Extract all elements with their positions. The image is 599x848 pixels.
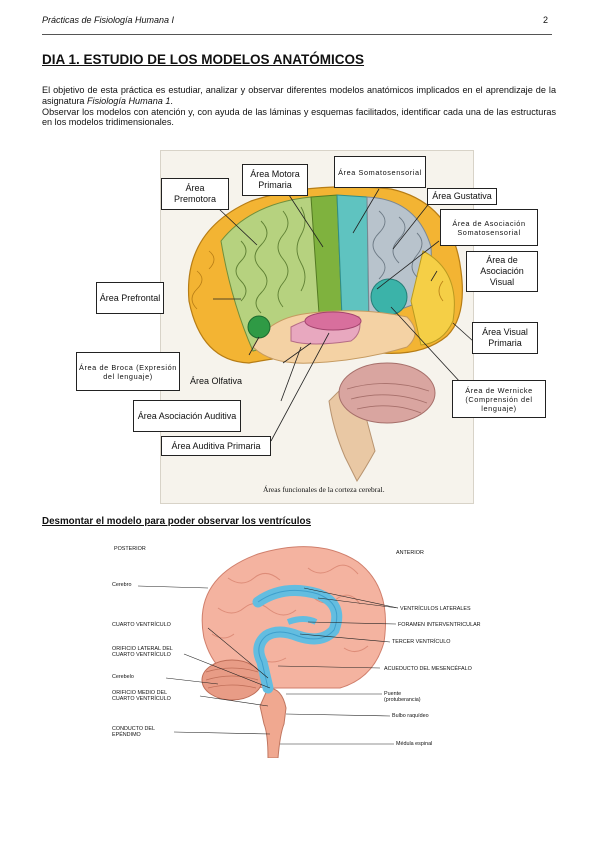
label-foramen-interventricular: FORAMEN INTERVENTRICULAR xyxy=(398,622,481,628)
label-cerebelo: Cerebelo xyxy=(112,674,134,680)
ventricles-figure: POSTERIOR ANTERIOR Cerebro CUARTO VENTRÍ… xyxy=(108,538,498,758)
label-area-wernicke: Área de Wernicke (Comprensión del lengua… xyxy=(452,380,546,418)
label-anterior: ANTERIOR xyxy=(396,550,424,556)
label-area-premotora: Área Premotora xyxy=(161,178,229,210)
label-area-gustativa: Área Gustativa xyxy=(427,188,497,205)
ventricles-illustration xyxy=(137,546,399,758)
brain-areas-figure: Áreas funcionales de la corteza cerebral… xyxy=(160,150,474,504)
section-subtitle: Desmontar el modelo para poder observar … xyxy=(42,516,311,527)
label-ventriculos-laterales: VENTRÍCULOS LATERALES xyxy=(400,606,471,612)
figure1-caption: Áreas funcionales de la corteza cerebral… xyxy=(263,485,385,494)
page-title: DIA 1. ESTUDIO DE LOS MODELOS ANATÓMICOS xyxy=(42,52,365,67)
header-title: Prácticas de Fisiología Humana I xyxy=(42,15,175,25)
label-area-olfativa: Área Olfativa xyxy=(189,375,243,386)
label-area-broca: Área de Broca (Expresión del lenguaje) xyxy=(76,352,180,391)
intro-paragraph-1: El objetivo de esta práctica es estudiar… xyxy=(42,85,556,106)
intro-paragraph-2: Observar los modelos con atención y, con… xyxy=(42,106,556,128)
brain-illustration xyxy=(187,186,473,482)
label-area-asociacion-visual: Área de Asociación Visual xyxy=(466,251,538,292)
label-cuarto-ventriculo: CUARTO VENTRÍCULO xyxy=(112,622,171,628)
label-area-asociacion-auditiva: Área Asociación Auditiva xyxy=(133,400,241,432)
label-area-asociacion-somatosensorial: Área de Asociación Somatosensorial xyxy=(440,209,538,246)
label-area-somatosensorial: Área Somatosensorial xyxy=(334,156,426,188)
intro-text: El objetivo de esta práctica es estudiar… xyxy=(42,85,556,128)
label-bulbo-raquideo: Bulbo raquídeo xyxy=(392,713,429,719)
label-acueducto-mesencefalo: ACUEDUCTO DEL MESENCÉFALO xyxy=(384,666,472,672)
label-tercer-ventriculo: TERCER VENTRÍCULO xyxy=(392,639,451,645)
label-area-prefrontal: Área Prefrontal xyxy=(96,282,164,314)
label-area-motora-primaria: Área Motora Primaria xyxy=(242,164,308,196)
label-puente: Puente(protuberancia) xyxy=(384,691,421,704)
page-header: Prácticas de Fisiología Humana I 2 xyxy=(42,14,552,35)
label-medula-espinal: Médula espinal xyxy=(396,741,433,747)
label-cerebro: Cerebro xyxy=(112,582,132,588)
label-area-auditiva-primaria: Área Auditiva Primaria xyxy=(161,436,271,456)
label-area-visual-primaria: Área Visual Primaria xyxy=(472,322,538,354)
page-number: 2 xyxy=(542,15,548,25)
label-posterior: POSTERIOR xyxy=(114,546,146,552)
